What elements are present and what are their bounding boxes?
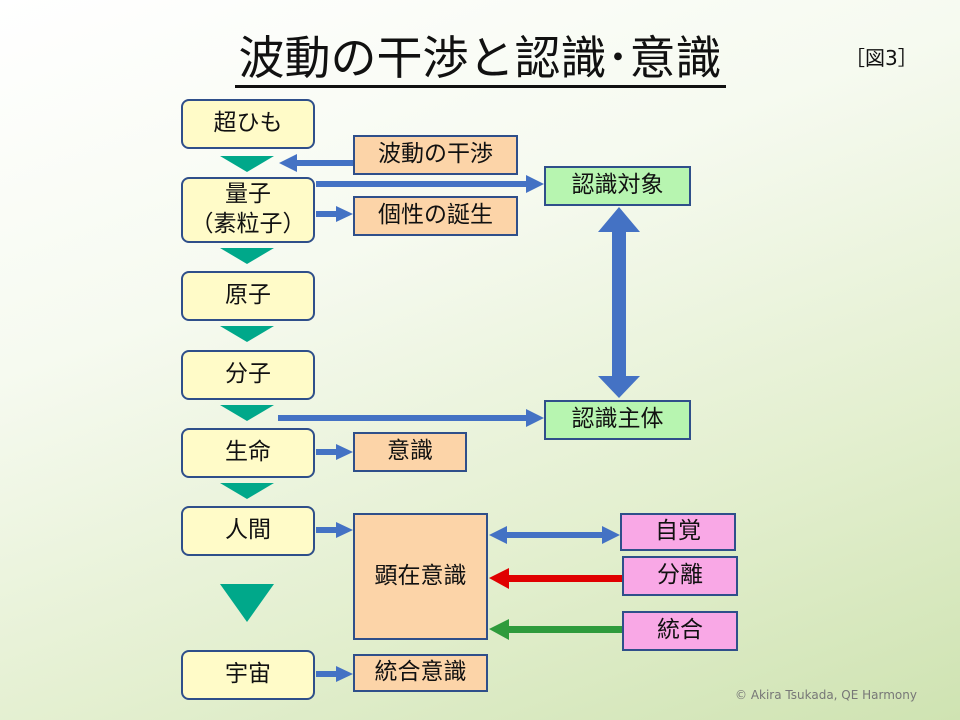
stage-universe: 宇宙 [181, 650, 315, 700]
box-manifest-consciousness: 顕在意識 [353, 513, 488, 640]
page-title: 波動の干渉と認識･意識 [0, 22, 960, 88]
down-triangle-4 [220, 405, 274, 421]
stage-superstring: 超ひも [181, 99, 315, 149]
box-consciousness: 意識 [353, 432, 467, 472]
figure-label: ［図3］ [845, 46, 918, 70]
stage-life: 生命 [181, 428, 315, 478]
arrow-life-to-consciousness [316, 444, 353, 460]
arrow-to-subject [278, 409, 544, 427]
down-triangle-large [220, 584, 274, 622]
box-separation: 分離 [622, 556, 738, 596]
arrow-universe-to-integrated [316, 666, 353, 682]
arrow-quantum-to-object [316, 175, 544, 193]
arrow-quantum-to-individuality [316, 206, 353, 222]
stage-quantum: 量子 （素粒子） [181, 177, 315, 243]
down-triangle-3 [220, 326, 274, 342]
box-individuality: 個性の誕生 [353, 196, 518, 236]
box-integrated-consciousness: 統合意識 [353, 654, 488, 692]
box-awareness: 自覚 [620, 513, 736, 551]
down-triangle-1 [220, 156, 274, 172]
arrow-integration-green [489, 619, 622, 640]
copyright: © Akira Tsukada, QE Harmony [735, 688, 917, 702]
box-interference: 波動の干渉 [353, 135, 518, 175]
box-recognition-subject: 認識主体 [544, 400, 691, 440]
arrow-interference-left [279, 154, 353, 172]
stage-atom: 原子 [181, 271, 315, 321]
stage-molecule: 分子 [181, 350, 315, 400]
box-recognition-object: 認識対象 [544, 166, 691, 206]
stage-human: 人間 [181, 506, 315, 556]
arrow-human-to-manifest [316, 522, 353, 538]
arrow-separation-red [489, 568, 622, 589]
down-triangle-2 [220, 248, 274, 264]
box-integration: 統合 [622, 611, 738, 651]
double-arrow-manifest-awareness [489, 526, 620, 544]
double-arrow-object-subject [598, 207, 640, 398]
down-triangle-5 [220, 483, 274, 499]
